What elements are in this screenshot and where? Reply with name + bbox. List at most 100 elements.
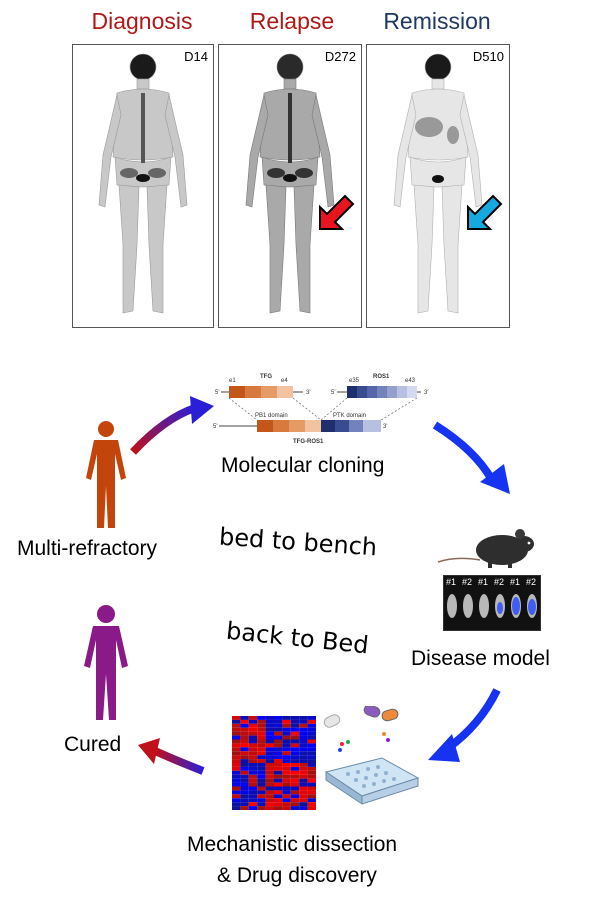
heatmap-cell [265,716,274,720]
ros1-5prime: 5' [331,390,335,396]
heatmap-cell [232,743,241,748]
heatmap-cell [282,747,291,752]
ros1-name: ROS1 [373,374,390,380]
heatmap-cell [257,790,266,795]
heatmap-cell [299,739,308,744]
scan-panel-remission: D510 [366,44,510,328]
heatmap-cell [274,766,283,771]
heatmap-cell [307,766,316,771]
heatmap-cell [248,774,258,779]
heatmap-cell [257,763,266,767]
heatmap-cell [299,751,308,756]
heatmap-cell [257,727,266,732]
heatmap-cell [248,716,258,720]
heatmap-cell [257,786,266,791]
heatmap-cell [274,751,283,756]
heatmap-cell [265,786,274,791]
heatmap-cell [274,806,283,810]
fusion-3prime: 3' [383,424,387,430]
heatmap-cell [265,731,274,736]
heatmap-cell [282,755,291,760]
heatmap-cell [299,731,308,736]
ptk-domain-label: PTK domain [333,413,366,419]
pet-scan-image [98,53,188,314]
heatmap-cell [240,794,249,799]
heatmap-cell [257,806,266,810]
heatmap-cell [274,739,283,744]
heatmap-cell [282,806,291,810]
heatmap-cell [290,759,300,763]
heatmap-cell [282,770,291,775]
heatmap-cell [248,727,258,732]
heatmap-cell [274,755,283,760]
heatmap-cell [307,802,316,807]
heatmap-cell [257,770,266,775]
heatmap-cell [257,802,266,807]
heatmap-cell [307,759,316,763]
heatmap-cell [290,790,300,795]
mech-label-line1: Mechanistic dissection [187,833,398,856]
heatmap-cell [265,790,274,795]
heatmap-cell [232,739,241,744]
heatmap-cell [257,794,266,799]
heatmap-cell [265,794,274,799]
heatmap-cell [274,747,283,752]
heatmap-cell [232,778,241,783]
heatmap-cell [299,782,308,787]
heatmap-cell [290,727,300,732]
heatmap-cell [240,759,249,763]
heatmap-cell [265,743,274,748]
heatmap-cell [240,798,249,803]
heatmap-cell [265,763,274,767]
heatmap-cell [307,790,316,795]
heatmap-cell [282,743,291,748]
mouse-label-4: #2 [494,577,504,587]
mouse-label-2: #2 [462,577,472,587]
heatmap-cell [265,770,274,775]
heatmap-cell [274,802,283,807]
heatmap-cell [282,782,291,787]
heatmap-cell [248,719,258,724]
heatmap-cell [257,731,266,736]
heatmap-cell [265,739,274,744]
heatmap-cell [299,778,308,783]
heatmap-cell [290,763,300,767]
heatmap-cell [290,786,300,791]
heatmap-cell [240,774,249,779]
heatmap-cell [299,719,308,724]
heatmap-cell [248,806,258,810]
heatmap-cell [265,719,274,724]
pet-scan-image [393,53,483,314]
heatmap-cell [274,790,283,795]
tfg-first-exon: e1 [229,378,236,384]
heatmap-cell [240,766,249,771]
mouse-icon [437,529,534,568]
heatmap-cell [248,790,258,795]
heatmap-cell [257,716,266,720]
heatmap-cell [274,778,283,783]
heatmap-cell [282,739,291,744]
mouse-label-5: #1 [510,577,520,587]
heatmap-cell [248,747,258,752]
heatmap-cell [265,778,274,783]
heatmap-cell [257,759,266,763]
heatmap-cell [240,763,249,767]
heatmap-cell [282,751,291,756]
heatmap-cell [257,755,266,760]
heatmap-cell [299,794,308,799]
heatmap-cell [299,755,308,760]
heatmap-cell [274,794,283,799]
heatmap-cell [290,731,300,736]
mouse-label-1: #1 [446,577,456,587]
heatmap-cell [265,751,274,756]
heatmap-cell [240,735,249,740]
mouse-label-3: #1 [478,577,488,587]
heatmap-cell [248,794,258,799]
heatmap-cell [290,778,300,783]
heatmap-cell [282,786,291,791]
heatmap-cell [257,739,266,744]
heatmap-cell [257,774,266,779]
arrow-patient-to-cloning [130,404,197,455]
heatmap-cell [282,794,291,799]
header-remission: Remission [383,8,491,34]
